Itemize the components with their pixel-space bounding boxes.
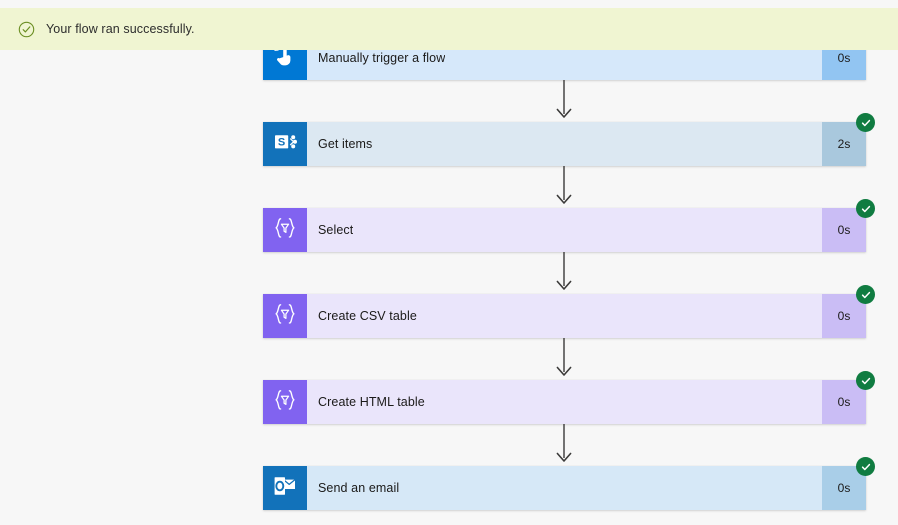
- status-badge-success-icon: [856, 457, 875, 476]
- status-badge-success-icon: [856, 285, 875, 304]
- status-badge-success-icon: [856, 113, 875, 132]
- flow-connector-arrow: [554, 424, 574, 466]
- action-title: Manually trigger a flow: [318, 51, 446, 65]
- svg-text:S: S: [278, 136, 285, 148]
- flow-connector-arrow: [554, 80, 574, 122]
- flow-connector-arrow: [554, 166, 574, 208]
- action-icon-tile: [263, 208, 307, 252]
- data-operations-icon: [271, 301, 299, 332]
- action-title: Select: [318, 223, 354, 237]
- action-icon-tile: [263, 294, 307, 338]
- status-badge-success-icon: [856, 371, 875, 390]
- action-card-body[interactable]: Create CSV table: [307, 294, 822, 338]
- action-card-body[interactable]: Select: [307, 208, 822, 252]
- flow-connector-arrow: [554, 252, 574, 294]
- flow-status-banner: Your flow ran successfully.: [0, 8, 898, 50]
- action-title: Create HTML table: [318, 395, 425, 409]
- data-operations-icon: [271, 387, 299, 418]
- sharepoint-icon: S: [272, 129, 298, 160]
- flow-connector-arrow: [554, 338, 574, 380]
- action-title: Create CSV table: [318, 309, 417, 323]
- action-card-body[interactable]: Get items: [307, 122, 822, 166]
- action-icon-tile: [263, 380, 307, 424]
- action-title: Get items: [318, 137, 373, 151]
- circle-check-outline-icon: [18, 21, 35, 38]
- outlook-icon: [272, 473, 298, 504]
- action-title: Send an email: [318, 481, 400, 495]
- action-card-body[interactable]: Create HTML table: [307, 380, 822, 424]
- flow-status-message: Your flow ran successfully.: [46, 22, 195, 36]
- data-operations-icon: [271, 215, 299, 246]
- action-card-body[interactable]: Send an email: [307, 466, 822, 510]
- action-icon-tile: [263, 466, 307, 510]
- action-icon-tile: S: [263, 122, 307, 166]
- status-badge-success-icon: [856, 199, 875, 218]
